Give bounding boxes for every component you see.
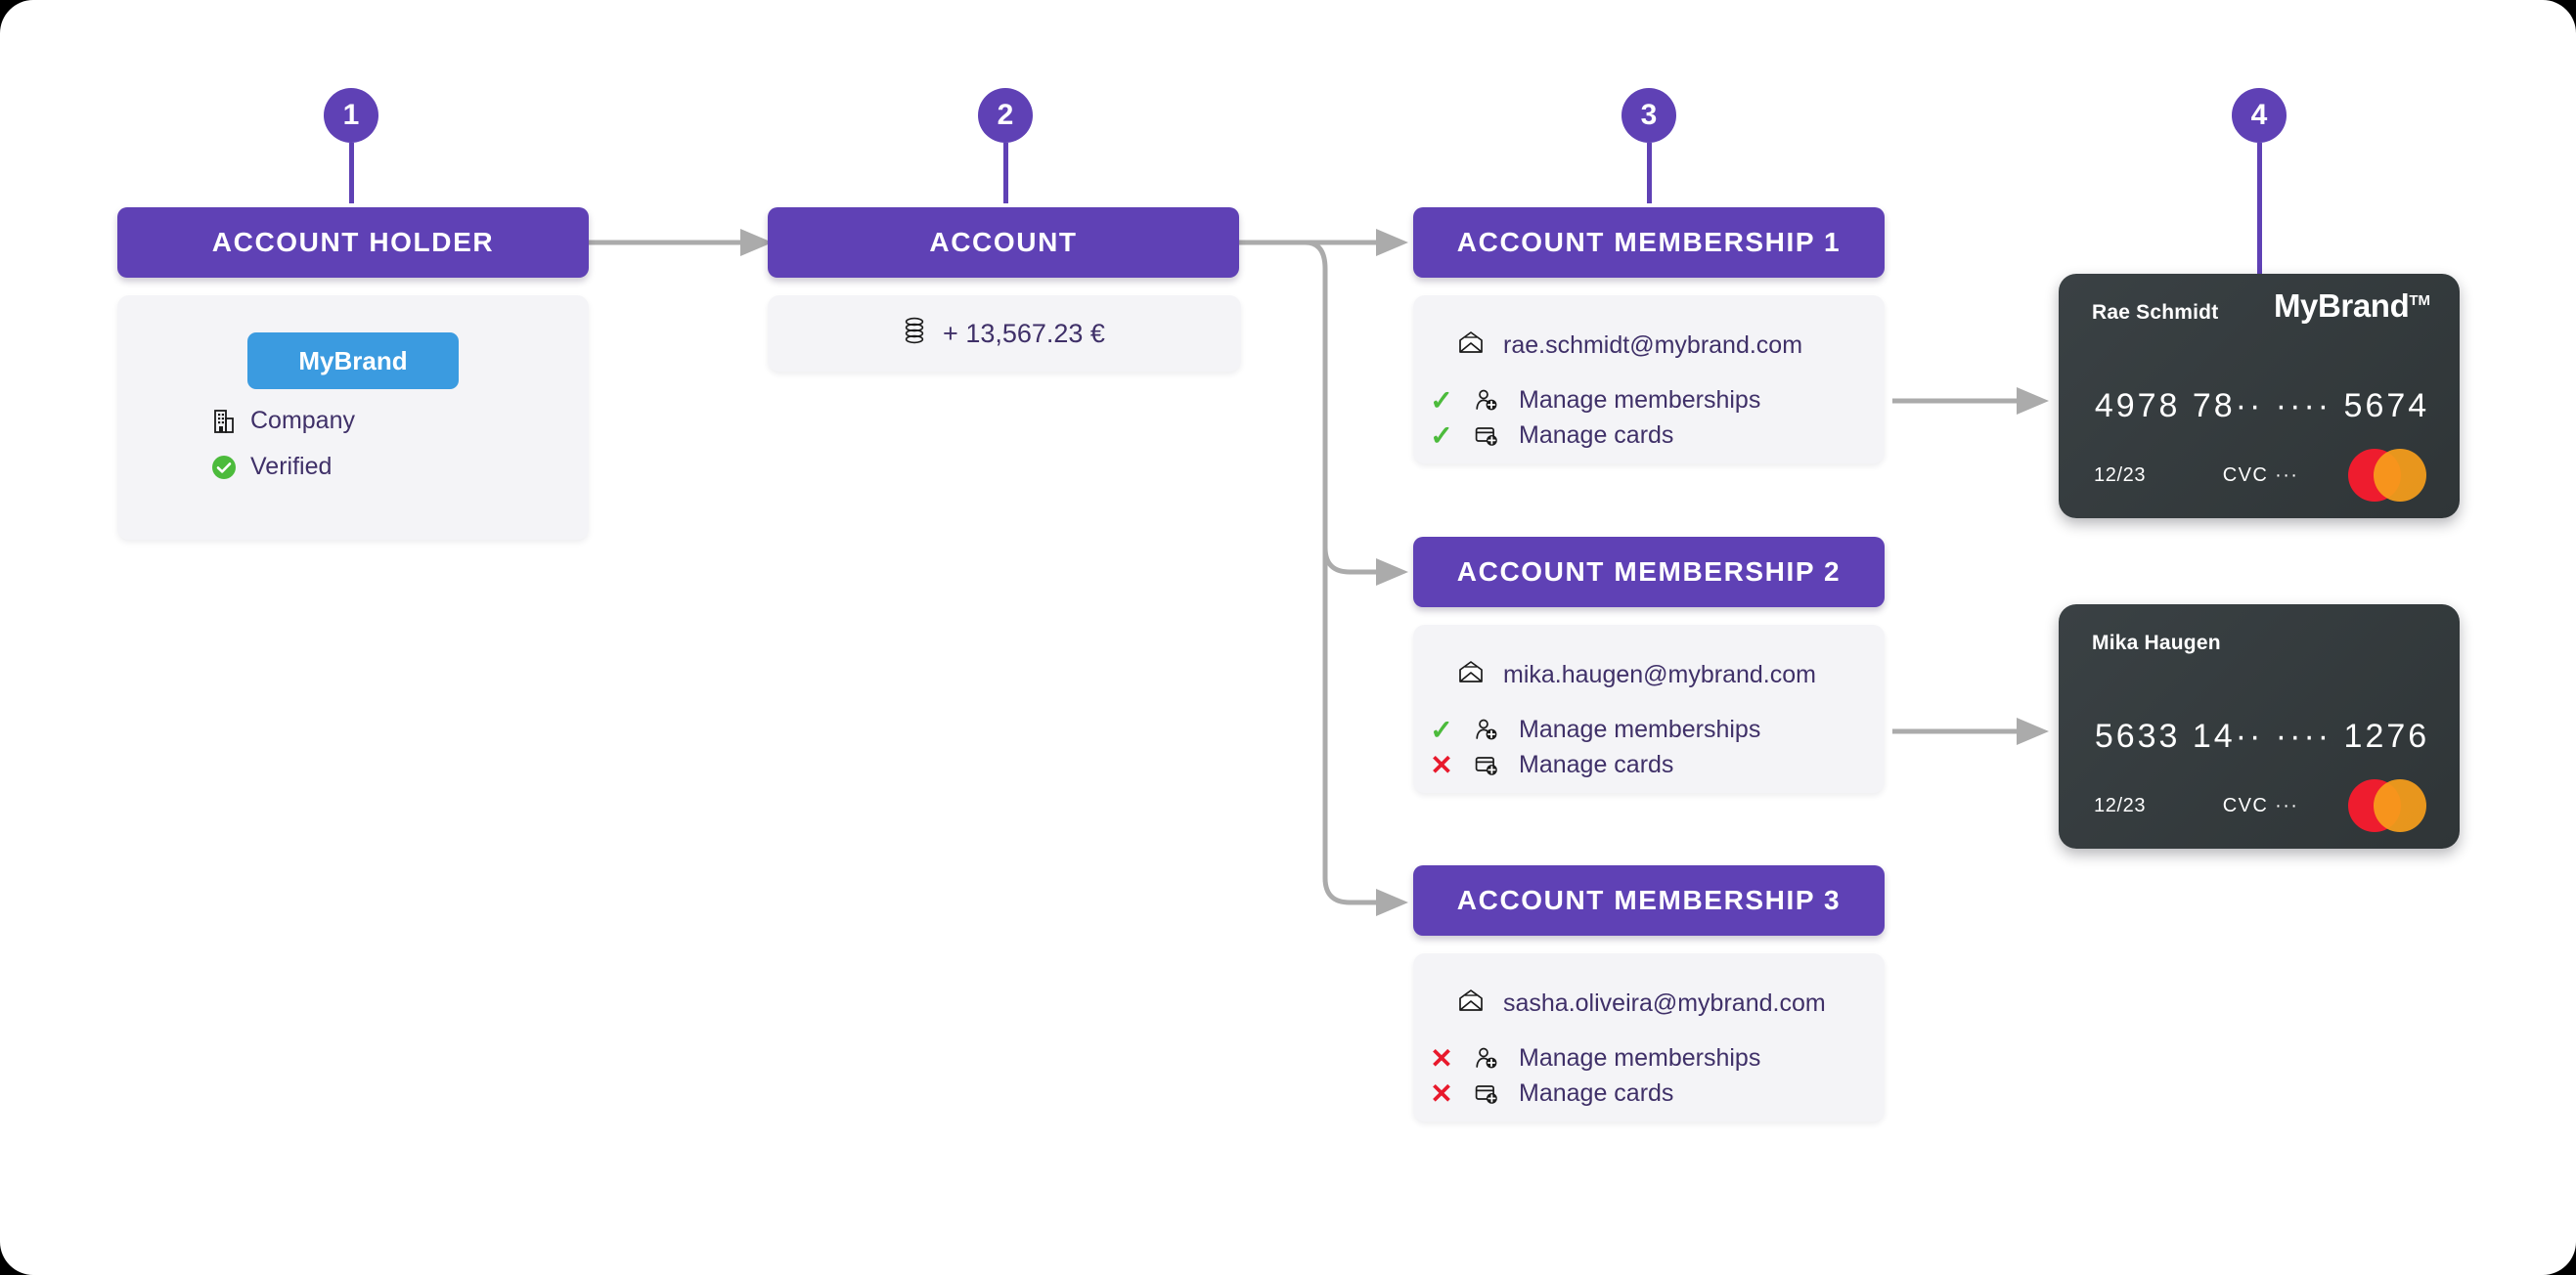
envelope-icon <box>1458 330 1484 361</box>
membership-1-email: rae.schmidt@mybrand.com <box>1503 331 1803 359</box>
user-add-icon <box>1472 388 1501 412</box>
account-panel: + 13,567.23 € <box>768 295 1241 372</box>
membership-3-permission-cards: ✕ Manage cards <box>1413 1076 1885 1111</box>
credit-card-2-cvc-label: CVC <box>2222 795 2269 816</box>
membership-3-email-row: sasha.oliveira@mybrand.com <box>1413 989 1885 1019</box>
link-account-to-membership-3 <box>1350 889 1408 916</box>
step-badge-3-stem <box>1646 143 1652 203</box>
card-add-icon <box>1472 753 1501 776</box>
membership-1-header[interactable]: ACCOUNT MEMBERSHIP 1 <box>1413 207 1885 278</box>
permission-check-icon: ✓ <box>1430 384 1453 416</box>
step-badge-4-number: 4 <box>2232 88 2287 143</box>
membership-3-permission-memberships: ✕ Manage memberships <box>1413 1040 1885 1076</box>
membership-2-email: mika.haugen@mybrand.com <box>1503 661 1816 688</box>
step-badge-4: 4 <box>2232 88 2287 280</box>
link-membership-2-to-card-2 <box>1892 718 2049 745</box>
account-balance-row: + 13,567.23 € <box>768 295 1241 372</box>
membership-1-permission-cards-label: Manage cards <box>1519 420 1674 449</box>
credit-card-2-number: 5633 14·· ···· 1276 <box>2094 718 2430 755</box>
step-badge-2-stem <box>1002 143 1008 203</box>
credit-card-1-number: 4978 78·· ···· 5674 <box>2094 387 2430 424</box>
envelope-icon <box>1458 989 1484 1019</box>
membership-1-node: ACCOUNT MEMBERSHIP 1 rae.schmidt@mybrand… <box>1413 207 1885 463</box>
account-holder-meta-verified: Verified <box>117 453 589 481</box>
membership-2-permission-memberships: ✓ Manage memberships <box>1413 712 1885 747</box>
membership-2-header[interactable]: ACCOUNT MEMBERSHIP 2 <box>1413 537 1885 607</box>
credit-card-2-holder-name: Mika Haugen <box>2092 632 2221 654</box>
envelope-icon <box>1458 660 1484 690</box>
credit-card-1-holder-name: Rae Schmidt <box>2092 301 2219 324</box>
mastercard-logo <box>2348 779 2426 832</box>
permission-cross-icon: ✕ <box>1430 749 1453 780</box>
account-holder-meta-company: Company <box>117 407 589 435</box>
step-badge-1-number: 1 <box>324 88 378 143</box>
membership-3-node: ACCOUNT MEMBERSHIP 3 sasha.oliveira@mybr… <box>1413 865 1885 1121</box>
coins-stack-icon <box>904 317 925 351</box>
user-add-icon <box>1472 718 1501 741</box>
step-badge-1-stem <box>348 143 354 203</box>
account-holder-brand-chip[interactable]: MyBrand <box>247 332 459 389</box>
step-badge-2: 2 <box>978 88 1033 203</box>
credit-card-2-expiry: 12/23 <box>2094 795 2147 816</box>
building-icon <box>211 409 237 434</box>
permission-cross-icon: ✕ <box>1430 1042 1453 1074</box>
credit-card-1-cvc: CVC ··· <box>2223 464 2299 487</box>
credit-card-1[interactable]: Rae Schmidt MyBrandTM 4978 78·· ···· 567… <box>2059 274 2460 518</box>
credit-card-1-cvc-label: CVC <box>2222 464 2269 486</box>
account-holder-panel: MyBrand Company <box>117 295 589 540</box>
step-badge-3-number: 3 <box>1621 88 1676 143</box>
step-badge-1: 1 <box>324 88 378 203</box>
account-holder-meta-company-label: Company <box>250 407 355 434</box>
link-account-to-membership-2 <box>1322 547 1408 586</box>
verified-check-icon <box>211 455 237 480</box>
membership-3-permission-cards-label: Manage cards <box>1519 1078 1674 1107</box>
account-holder-node: ACCOUNT HOLDER MyBrand <box>117 207 589 540</box>
membership-2-permission-memberships-label: Manage memberships <box>1519 715 1761 743</box>
membership-3-permissions: ✕ Manage memberships ✕ <box>1413 1040 1885 1111</box>
membership-2-permission-cards: ✕ Manage cards <box>1413 747 1885 782</box>
membership-2-permissions: ✓ Manage memberships ✕ <box>1413 712 1885 782</box>
card-add-icon <box>1472 1081 1501 1105</box>
link-holder-to-account <box>588 229 773 256</box>
membership-1-permission-memberships-label: Manage memberships <box>1519 385 1761 414</box>
permission-check-icon: ✓ <box>1430 419 1453 451</box>
membership-2-node: ACCOUNT MEMBERSHIP 2 mika.haugen@mybrand… <box>1413 537 1885 793</box>
credit-card-2-cvc: CVC ··· <box>2223 795 2299 817</box>
permission-cross-icon: ✕ <box>1430 1077 1453 1109</box>
step-badge-2-number: 2 <box>978 88 1033 143</box>
account-header[interactable]: ACCOUNT <box>768 207 1239 278</box>
account-holder-header[interactable]: ACCOUNT HOLDER <box>117 207 589 278</box>
credit-card-1-expiry: 12/23 <box>2094 464 2147 486</box>
account-node: ACCOUNT + 13,567.23 € <box>768 207 1241 372</box>
membership-2-permission-cards-label: Manage cards <box>1519 750 1674 778</box>
membership-2-email-row: mika.haugen@mybrand.com <box>1413 660 1885 690</box>
account-balance-value: + 13,567.23 € <box>943 318 1105 348</box>
membership-1-email-row: rae.schmidt@mybrand.com <box>1413 330 1885 361</box>
card-add-icon <box>1472 423 1501 447</box>
credit-card-1-cvc-value: ··· <box>2275 464 2299 486</box>
user-add-icon <box>1472 1046 1501 1070</box>
mastercard-logo <box>2348 449 2426 502</box>
credit-card-1-brand: MyBrandTM <box>2274 287 2430 325</box>
credit-card-1-brand-text: MyBrand <box>2273 287 2410 324</box>
membership-3-panel: sasha.oliveira@mybrand.com ✕ Manag <box>1413 953 1885 1121</box>
membership-3-header[interactable]: ACCOUNT MEMBERSHIP 3 <box>1413 865 1885 936</box>
membership-3-email: sasha.oliveira@mybrand.com <box>1503 989 1826 1017</box>
credit-card-2[interactable]: Mika Haugen 5633 14·· ···· 1276 12/23 CV… <box>2059 604 2460 849</box>
membership-1-permission-cards: ✓ Manage cards <box>1413 418 1885 453</box>
membership-3-permission-memberships-label: Manage memberships <box>1519 1043 1761 1072</box>
permission-check-icon: ✓ <box>1430 714 1453 745</box>
step-badge-4-stem <box>2256 143 2262 280</box>
membership-1-permissions: ✓ Manage memberships ✓ <box>1413 382 1885 453</box>
membership-1-permission-memberships: ✓ Manage memberships <box>1413 382 1885 418</box>
membership-1-panel: rae.schmidt@mybrand.com ✓ Manage m <box>1413 295 1885 463</box>
account-holder-meta-verified-label: Verified <box>250 453 333 480</box>
membership-2-panel: mika.haugen@mybrand.com ✓ Manage m <box>1413 625 1885 793</box>
credit-card-1-brand-mark: TM <box>2409 292 2430 309</box>
link-membership-1-to-card-1 <box>1892 387 2049 415</box>
step-badge-3: 3 <box>1621 88 1676 203</box>
link-account-branch-trunk <box>1305 240 1351 905</box>
credit-card-2-cvc-value: ··· <box>2275 795 2299 816</box>
